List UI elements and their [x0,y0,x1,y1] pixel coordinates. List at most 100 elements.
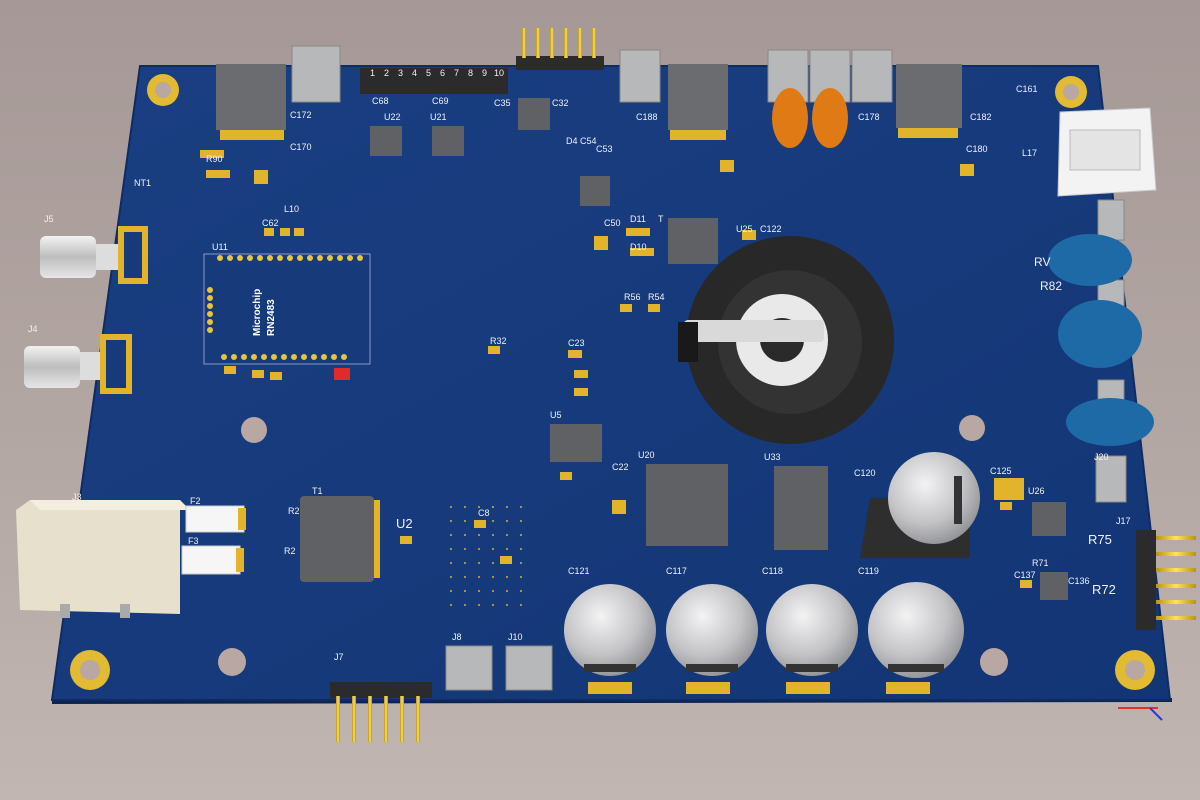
electrolytic-capacitors [564,452,980,694]
inductor-small [580,176,610,206]
label-u25: U25 [736,224,753,234]
ic-u33 [774,466,828,550]
label-c180: C180 [966,144,988,154]
label-r2a: R2 [288,506,300,516]
terminal-blocks-top [291,45,893,103]
sma-connector-j5 [40,226,148,284]
label-c68: C68 [372,96,389,106]
label-c117: C117 [666,566,687,576]
red-leds [334,368,350,380]
label-f2: F2 [190,496,201,506]
label-t1: T1 [312,486,323,496]
svg-text:8: 8 [468,68,473,78]
label-r56: R56 [624,292,641,302]
module-part-label: RN2483 [266,299,277,336]
label-t-top: T [658,214,664,224]
label-r2b: R2 [284,546,296,556]
label-c178: C178 [858,112,880,122]
label-rv: RV [1034,255,1050,269]
mounting-holes [70,74,1155,690]
ic-u5 [550,424,602,462]
label-c136: C136 [1068,576,1090,586]
power-ic-top-middle [668,64,728,140]
label-u21: U21 [430,112,447,122]
label-c122: C122 [760,224,782,234]
module-brand-label: Microchip [252,289,263,336]
label-l17: L17 [1022,148,1037,158]
label-f3: F3 [188,536,199,546]
ic-u22 [370,126,402,156]
label-c118: C118 [762,566,783,576]
label-d10: D10 [630,242,647,252]
blue-varistors [1048,234,1154,446]
label-j20: J20 [1094,452,1109,462]
label-j8: J8 [452,632,462,642]
label-r32: R32 [490,336,507,346]
label-c125: C125 [990,466,1012,476]
label-u2: U2 [396,516,413,531]
usb-connector [1057,107,1157,197]
label-j10: J10 [508,632,523,642]
label-c182: C182 [970,112,992,122]
header-top-6pin [516,28,604,70]
power-ic-top-left [216,64,286,140]
label-c35: C35 [494,98,511,108]
svg-text:1: 1 [370,68,375,78]
coin-cell-holder [678,236,894,444]
svg-text:3: 3 [398,68,403,78]
pin-numbers: 1 2 3 4 5 6 7 8 9 10 [370,68,504,78]
ic-small-top [518,98,550,130]
label-j3: J3 [72,492,82,502]
label-c22: C22 [612,462,629,472]
label-u33: U33 [764,452,781,462]
svg-text:6: 6 [440,68,445,78]
label-d4: D4 [566,136,578,146]
label-u26: U26 [1028,486,1045,496]
svg-text:9: 9 [482,68,487,78]
sma-connector-j4 [24,334,132,394]
label-r90: R90 [206,154,223,164]
label-c54: C54 [580,136,597,146]
label-c161: C161 [1016,84,1038,94]
label-d11: D11 [630,214,646,224]
ic-u27 [1040,572,1068,600]
label-r54: R54 [648,292,665,302]
terminal-blocks-bottom [445,645,553,691]
label-c32: C32 [552,98,569,108]
label-r82: R82 [1040,279,1062,293]
label-c170: C170 [290,142,312,152]
header-top-10pin [360,68,508,94]
ic-u26 [1032,502,1066,536]
label-j4: J4 [28,324,38,334]
axis-gizmo [1118,707,1163,721]
header-j17 [1136,530,1196,630]
label-c23: C23 [568,338,585,348]
power-ic-top-right [896,64,962,138]
label-u11: U11 [212,242,228,252]
label-c50: C50 [604,218,621,228]
label-c120: C120 [854,468,876,478]
ic-t1-top [668,218,718,264]
label-c8: C8 [478,508,490,518]
label-u20: U20 [638,450,655,460]
label-j17: J17 [1116,516,1131,526]
svg-text:5: 5 [426,68,431,78]
svg-text:4: 4 [412,68,417,78]
svg-text:7: 7 [454,68,459,78]
label-j7: J7 [334,652,344,662]
silkscreen-labels: NT1 J5 J4 U11 L10 C62 C68 C69 C35 C32 D4… [28,84,1131,662]
label-u22: U22 [384,112,401,122]
label-c137: C137 [1014,570,1036,580]
label-c188: C188 [636,112,658,122]
transformer-t1 [300,496,380,582]
label-u5: U5 [550,410,562,420]
orange-inductors [772,88,848,148]
label-c69: C69 [432,96,449,106]
fuse-f2 [185,505,246,533]
label-r71: R71 [1032,558,1049,568]
label-r75: R75 [1088,532,1112,547]
label-c121: C121 [568,566,590,576]
label-c119: C119 [858,566,879,576]
label-l10: L10 [284,204,299,214]
